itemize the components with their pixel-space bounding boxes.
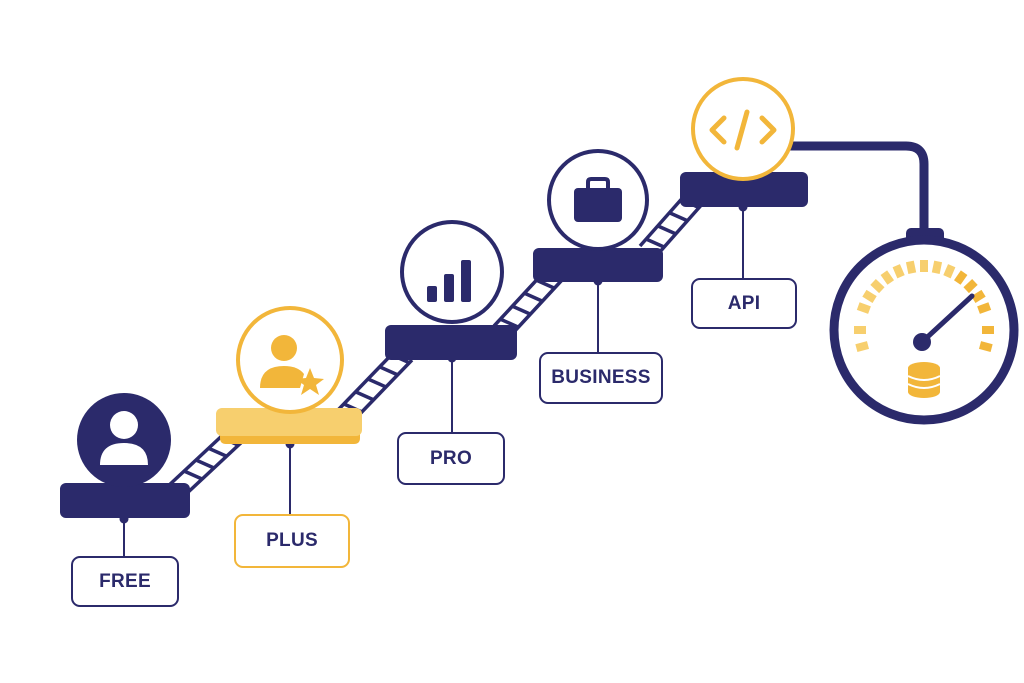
gauge-tick (870, 279, 885, 294)
gauge-tick (856, 302, 871, 314)
tier-label-business[interactable]: BUSINESS (539, 352, 663, 404)
business-platform (533, 248, 663, 282)
tier-business (533, 149, 663, 352)
api-platform (680, 172, 808, 207)
tier-api (680, 77, 808, 278)
user-icon (100, 411, 148, 465)
gauge-tick (963, 279, 978, 294)
briefcase-icon (574, 177, 622, 222)
plus-platform (216, 408, 362, 436)
gauge-scale (854, 260, 994, 352)
gauge-tick (892, 264, 905, 279)
ladder-plus-pro (336, 350, 414, 420)
gauge-tick (978, 341, 993, 352)
bar-chart-icon (427, 260, 471, 302)
pro-platform (385, 325, 517, 360)
gauge-tick (862, 289, 877, 303)
code-icon (709, 109, 777, 151)
tier-label-free[interactable]: FREE (71, 556, 179, 607)
free-badge (77, 393, 171, 487)
plus-badge (236, 306, 344, 414)
api-to-gauge-connector (785, 141, 929, 239)
tier-pro (385, 220, 517, 432)
gauge-tick (971, 289, 986, 303)
gauge-tick (905, 260, 917, 275)
speedometer-gauge (829, 228, 1019, 425)
user-star-icon (260, 335, 324, 395)
tier-label-plus[interactable]: PLUS (234, 514, 350, 568)
tier-label-pro[interactable]: PRO (397, 432, 505, 485)
tier-label-api[interactable]: API (691, 278, 797, 329)
gauge-tick (953, 270, 968, 285)
pro-badge (400, 220, 504, 324)
gauge-needle-hub (913, 333, 931, 351)
gauge-needle (919, 293, 975, 345)
free-platform (60, 483, 190, 518)
tier-free (60, 393, 190, 556)
tier-plus (216, 306, 362, 514)
gauge-tick (931, 260, 943, 275)
gauge-tick (977, 302, 992, 314)
gauge-tick (943, 264, 956, 279)
gauge-tick (880, 270, 895, 285)
database-coins-icon (907, 362, 941, 398)
gauge-tick (855, 341, 870, 352)
